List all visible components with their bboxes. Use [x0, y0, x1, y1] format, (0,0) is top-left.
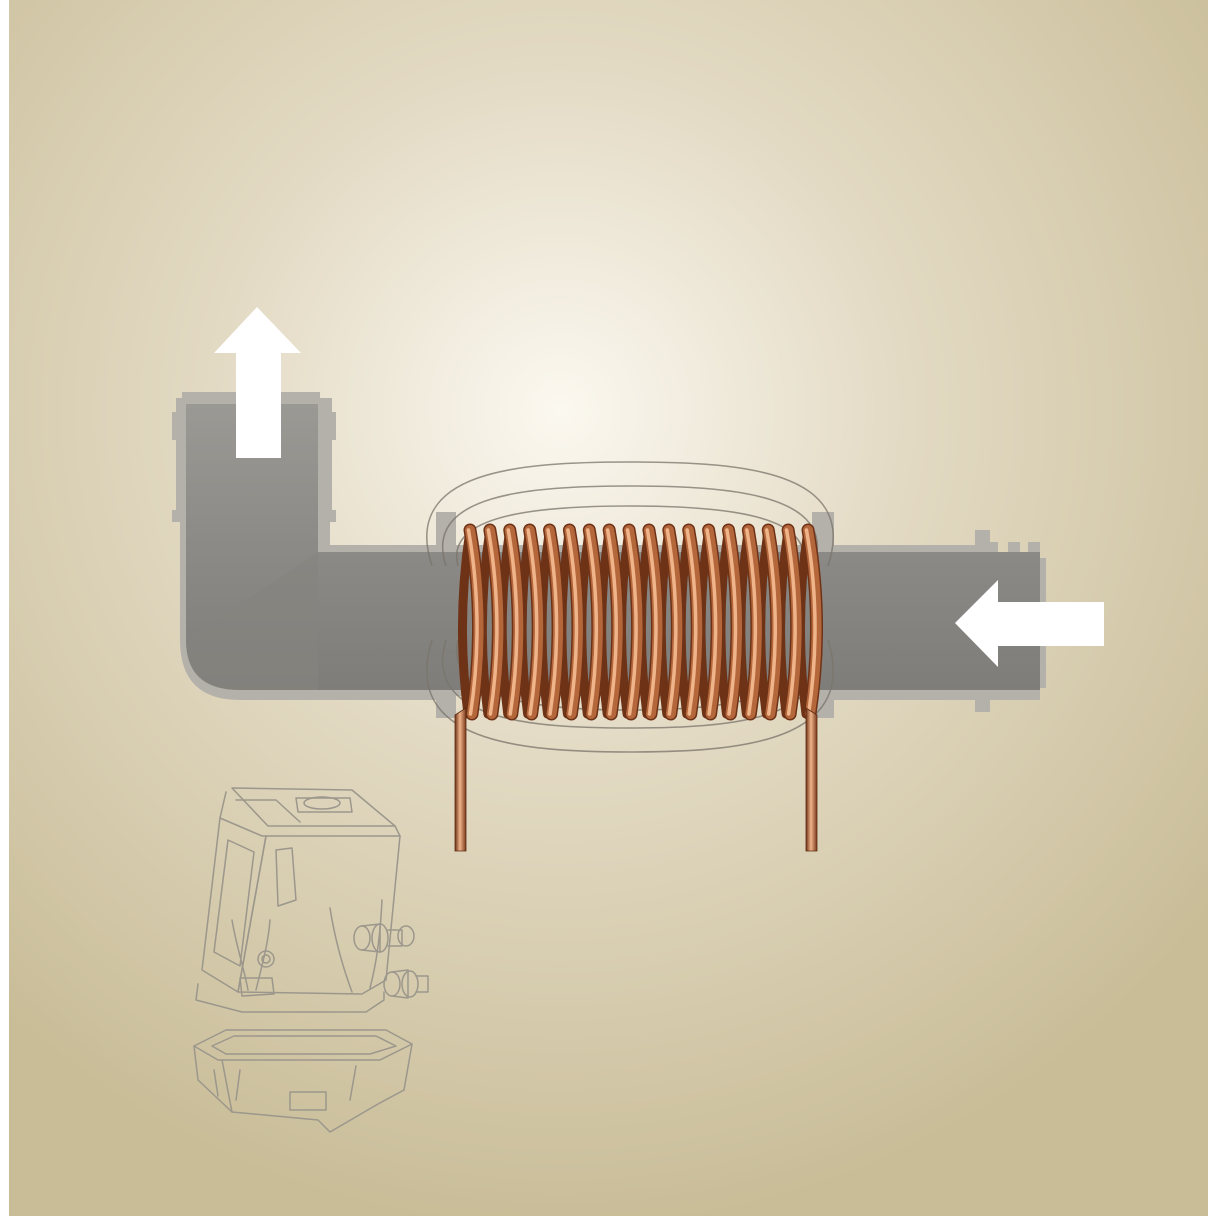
coil-turn-stroke: [506, 528, 519, 716]
coil-turn-stroke: [725, 528, 738, 716]
unit-latch: [239, 977, 275, 997]
coil-turn: [761, 523, 784, 721]
unit-tray-left: [193, 1045, 233, 1113]
coil-turn: [543, 523, 565, 721]
unit-tray-front: [231, 1043, 413, 1133]
arrow-up-icon: [214, 307, 301, 458]
unit-tray-rib-3: [213, 1069, 219, 1097]
unit-base-lip: [195, 983, 385, 1013]
coil-turn-stroke: [566, 528, 579, 716]
coil-turn: [582, 523, 605, 721]
pipe-inner-shade: [186, 552, 318, 690]
unit-tray-inner: [211, 1035, 397, 1055]
unit-tray-rib-2: [349, 1065, 357, 1101]
unit-body-fold-2: [329, 907, 353, 993]
unit-body-panel: [213, 839, 255, 967]
unit-top-rim: [219, 791, 401, 837]
unit-body-side: [237, 835, 401, 995]
coil-turn-stroke: [526, 528, 539, 716]
coil-turn-stroke: [665, 528, 678, 716]
field-line-outer-top: [425, 461, 835, 567]
coil-turn-stroke: [486, 528, 499, 716]
coil-turn: [721, 523, 744, 721]
arrow-left-icon: [955, 580, 1104, 667]
coil-turn: [801, 523, 823, 721]
coil-turn-stroke: [605, 528, 618, 716]
unit-top-cap: [303, 796, 341, 810]
coil-turn: [642, 523, 664, 721]
coil-turn: [602, 523, 625, 721]
unit-fitting-lower: [383, 969, 429, 999]
coil-turn-stroke: [705, 528, 718, 716]
coil-turn: [622, 523, 645, 721]
coil-turn-stroke: [586, 528, 599, 716]
pipe-body: [186, 404, 1040, 690]
heater-unit-sketch: [193, 787, 429, 1133]
coil-turn-stroke: [546, 528, 559, 716]
unit-top-ridge: [235, 799, 301, 823]
coil-turn-stroke: [804, 528, 817, 716]
coil-turn-stroke: [645, 528, 658, 716]
coil-turn: [463, 523, 485, 721]
coil-lead-left: [454, 707, 467, 852]
coil-turn: [781, 523, 804, 721]
coil-turn: [741, 523, 764, 721]
coil-turn: [503, 523, 525, 721]
coil-turn: [483, 523, 505, 721]
unit-port-inner: [261, 954, 271, 964]
field-line-outer-bottom: [425, 639, 835, 753]
unit-tray-rib: [235, 1069, 241, 1101]
coil-turn: [682, 523, 704, 721]
coil-turn: [523, 523, 545, 721]
coil-turn-stroke: [466, 528, 479, 716]
coil-leads: [454, 707, 818, 852]
unit-body-fold-4: [231, 919, 249, 991]
coil-turn: [702, 523, 724, 721]
coil-turn-stroke: [745, 528, 758, 716]
unit-fitting-upper: [353, 923, 415, 953]
coil-turn: [662, 523, 684, 721]
field-line-mid-top: [441, 485, 819, 567]
unit-port: [257, 950, 275, 968]
unit-body-window: [275, 847, 297, 907]
unit-tray-notch: [289, 1091, 327, 1111]
coil-turn-stroke: [784, 528, 797, 716]
coil-turn-stroke: [685, 528, 698, 716]
coil-lead-right: [805, 707, 818, 852]
copper-coil: [457, 523, 823, 721]
coil-turn: [562, 523, 585, 721]
unit-body-fold-3: [369, 899, 383, 989]
coil-turn-stroke: [764, 528, 777, 716]
coil-turn-stroke: [625, 528, 638, 716]
